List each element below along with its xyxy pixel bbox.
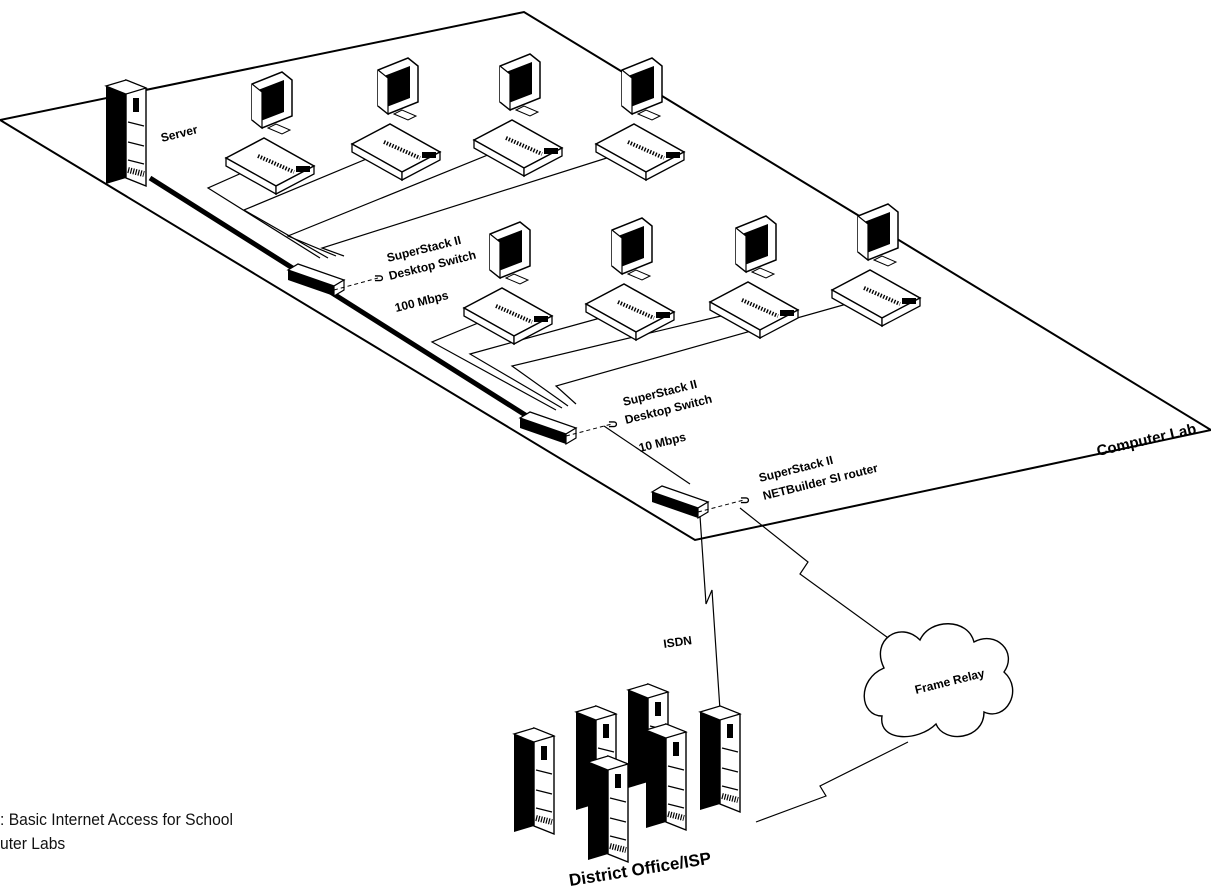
switch-to-router-line xyxy=(603,425,691,485)
isdn-label: ISDN xyxy=(662,633,692,651)
server-icon xyxy=(646,724,686,830)
frame-relay-to-district-link xyxy=(755,741,909,823)
figure-caption: : Basic Internet Access for School uter … xyxy=(0,808,233,856)
switch-port-dashes xyxy=(565,423,613,437)
server-icon xyxy=(588,756,628,862)
switch-port-dashes xyxy=(333,277,379,291)
router-port-dashes xyxy=(697,499,745,513)
computer-lab-floor xyxy=(0,10,1211,542)
district-office-servers xyxy=(514,684,740,862)
port-glyph: ⊃ xyxy=(740,493,750,507)
port-glyph: ⊃ xyxy=(374,271,384,285)
frame-relay-link xyxy=(739,507,903,649)
server-backbone-line xyxy=(148,175,532,421)
port-glyph: ⊃ xyxy=(608,417,618,431)
server-icon xyxy=(106,80,146,186)
server-icon xyxy=(514,728,554,834)
caption-line1: : Basic Internet Access for School xyxy=(0,810,233,829)
cables-top-row xyxy=(206,145,633,259)
isdn-link xyxy=(699,515,723,741)
server-icon xyxy=(700,706,740,812)
caption-line2: uter Labs xyxy=(0,834,66,853)
frame-relay-cloud-icon xyxy=(863,623,1014,738)
